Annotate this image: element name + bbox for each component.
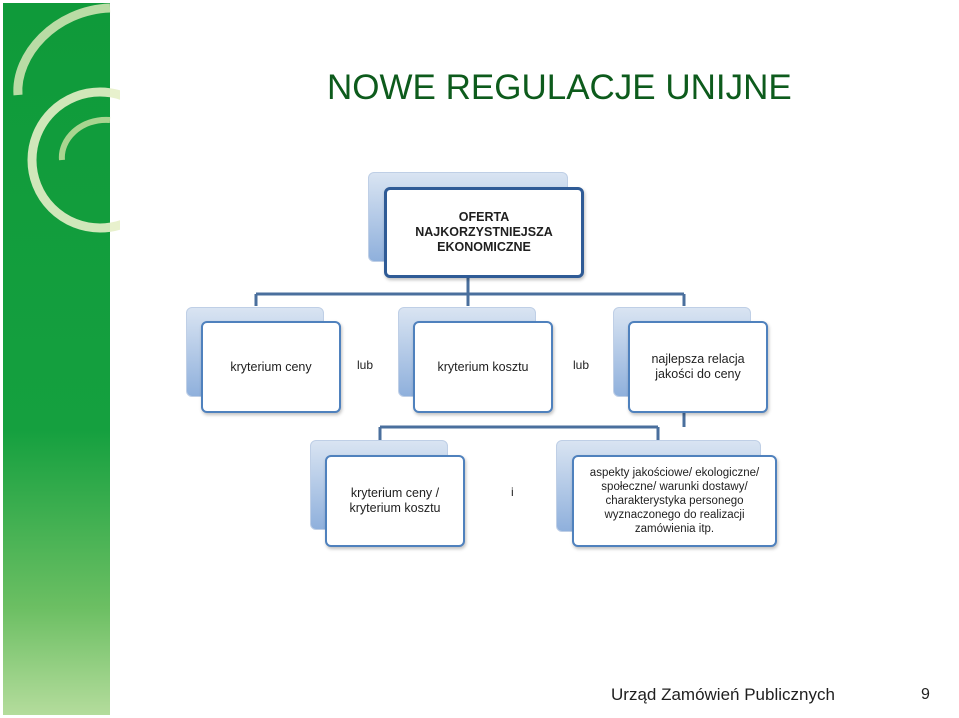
level2-box-aspekty: aspekty jakościowe/ ekologiczne/ społecz…	[572, 455, 777, 547]
level1-box-relacja: najlepsza relacja jakości do ceny	[628, 321, 768, 413]
level2-label-cena-koszt: kryterium ceny / kryterium kosztu	[349, 486, 441, 515]
level1-box-koszt: kryterium kosztu	[413, 321, 553, 413]
level2-box-cena-koszt: kryterium ceny / kryterium kosztu	[325, 455, 465, 547]
connector-label-lub-1: lub	[357, 358, 374, 372]
slide-title: NOWE REGULACJE UNIJNE	[327, 68, 792, 107]
level1-label-koszt: kryterium kosztu	[437, 359, 529, 374]
connector-label-i: i	[511, 485, 514, 499]
decorative-rings-icon	[13, 3, 120, 233]
level1-label-relacja: najlepsza relacja jakości do ceny	[651, 352, 745, 381]
level1-label-cena: kryterium ceny	[230, 359, 312, 374]
page-number: 9	[921, 686, 930, 703]
level2-label-aspekty: aspekty jakościowe/ ekologiczne/ społecz…	[589, 467, 760, 535]
level1-box-cena: kryterium ceny	[201, 321, 341, 413]
connector-label-lub-2: lub	[573, 358, 590, 372]
root-label: OFERTA NAJKORZYSTNIEJSZA EKONOMICZNE	[415, 210, 553, 254]
root-box: OFERTA NAJKORZYSTNIEJSZA EKONOMICZNE	[384, 187, 584, 278]
footer-organization: Urząd Zamówień Publicznych	[611, 685, 835, 704]
